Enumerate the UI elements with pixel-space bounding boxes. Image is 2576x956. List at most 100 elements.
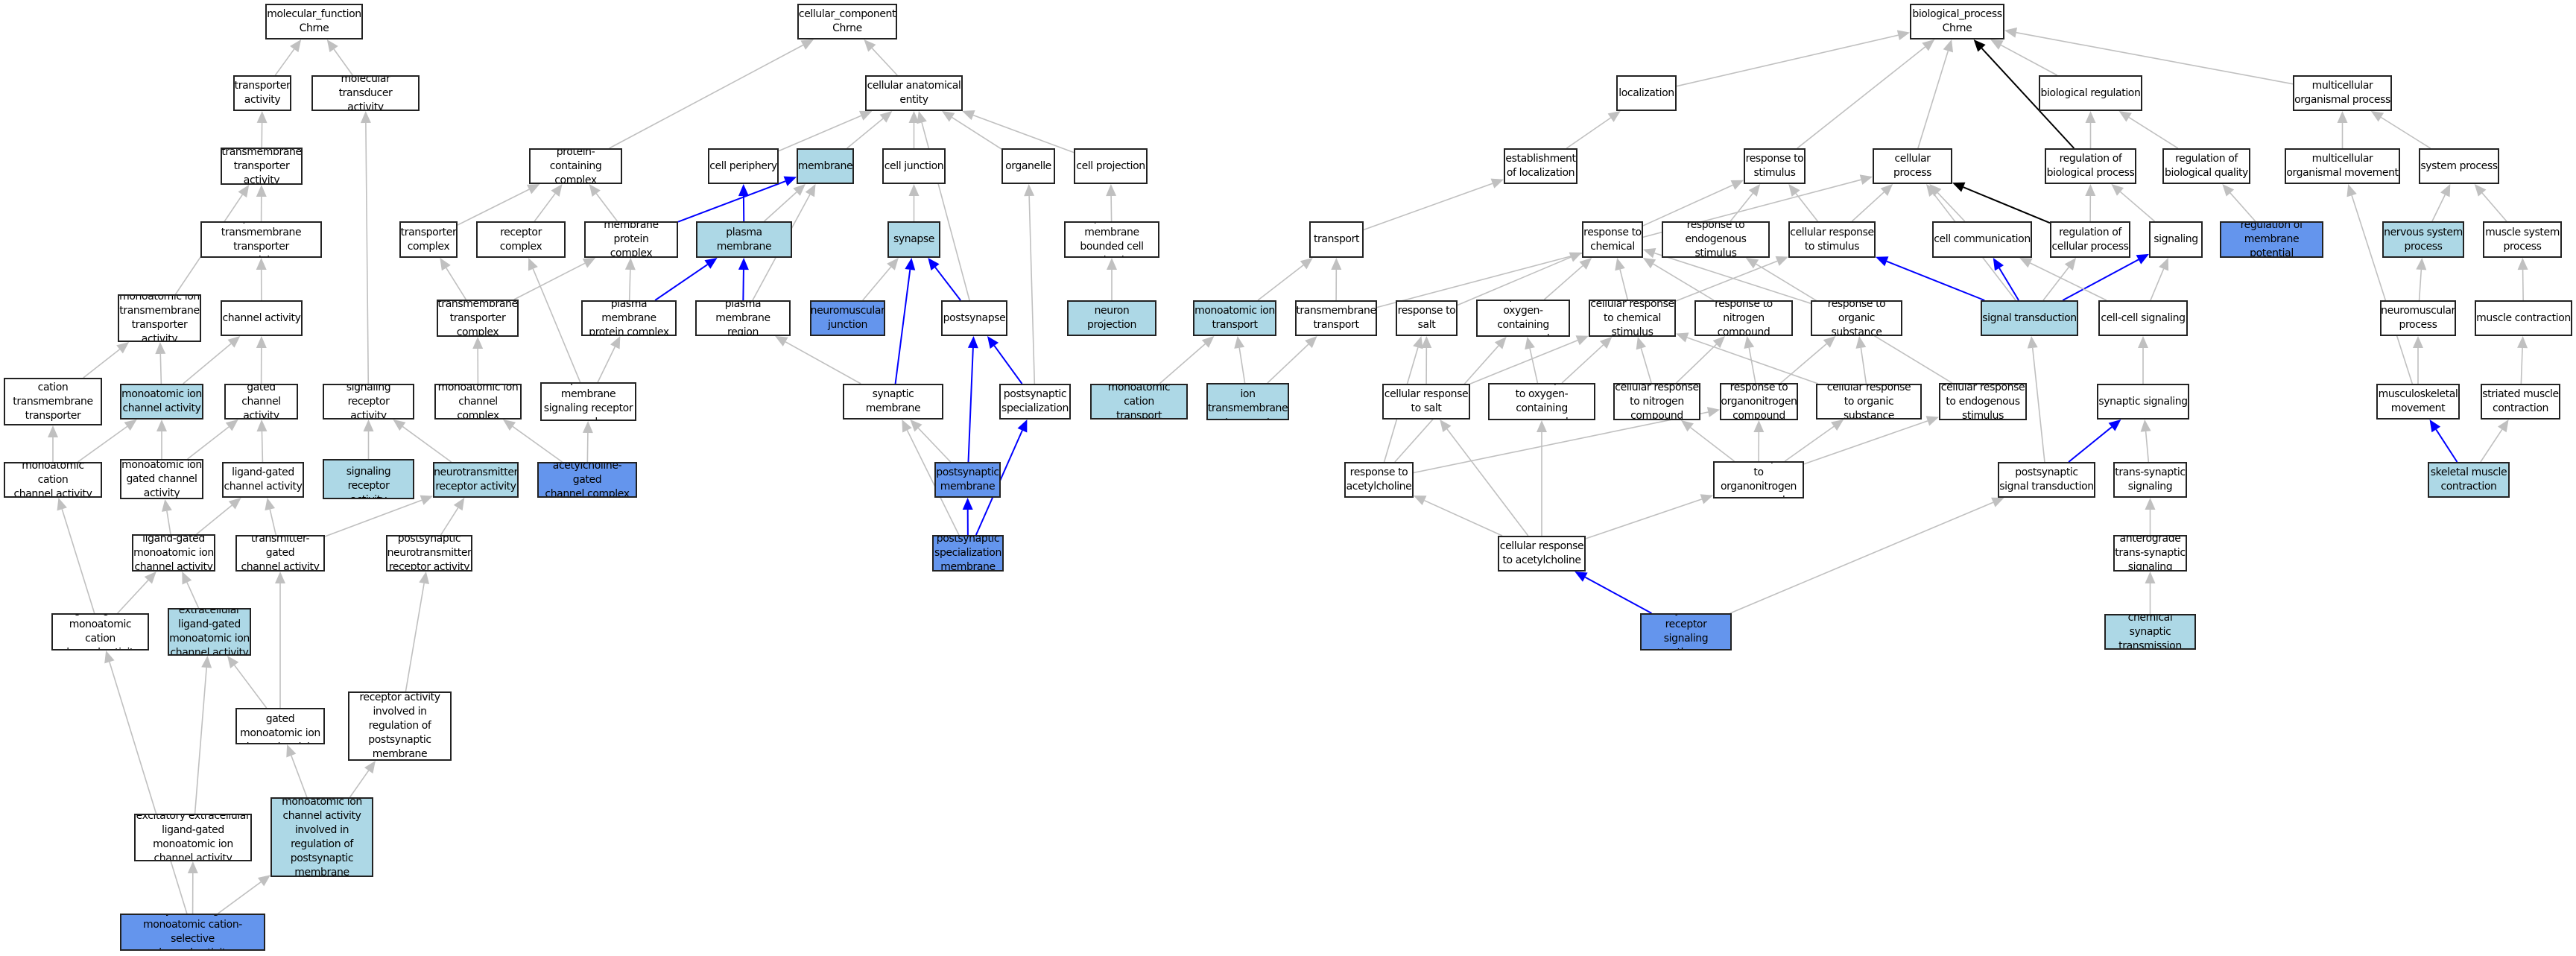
go-term-cr-chemical[interactable]: cellular response to chemical stimulus: [1589, 300, 1676, 337]
go-term-cell-communication[interactable]: cell communication: [1932, 221, 2032, 258]
go-term-tm-transporter-complex[interactable]: transmembrane transporter complex: [437, 300, 519, 337]
go-term-transport[interactable]: transport: [1309, 221, 1364, 258]
go-term-skeletal-muscle[interactable]: skeletal muscle contraction: [2428, 462, 2510, 498]
go-term-resp-chemical[interactable]: response to chemical: [1582, 221, 1643, 258]
go-term-mi-tm-transp-act[interactable]: monoatomic ion transmembrane transporter…: [118, 294, 201, 342]
go-term-resp-organic[interactable]: response to organic substance: [1811, 300, 1902, 336]
go-term-cr-oxygen[interactable]: cellular response to oxygen-containing c…: [1488, 383, 1595, 420]
go-term-bp[interactable]: biological_process Chrne: [1910, 4, 2004, 39]
go-term-gated-channel[interactable]: gated channel activity: [224, 384, 298, 420]
go-term-extracellular-lg[interactable]: extracellular ligand-gated monoatomic io…: [168, 608, 251, 656]
go-term-bio-reg[interactable]: biological regulation: [2039, 75, 2142, 111]
go-term-resp-salt[interactable]: response to salt: [1396, 300, 1458, 336]
go-term-postsyn-nt-receptor[interactable]: postsynaptic neurotransmitter receptor a…: [386, 535, 472, 572]
go-term-muscle-contraction[interactable]: muscle contraction: [2475, 300, 2572, 336]
go-term-membrane-protein-complex[interactable]: membrane protein complex: [584, 221, 678, 258]
go-term-signaling-receptor-act[interactable]: signaling receptor activity: [323, 384, 414, 420]
go-term-resp-endogenous[interactable]: response to endogenous stimulus: [1662, 221, 1770, 258]
go-term-tg-reg[interactable]: transmitter-gated monoatomic ion channel…: [270, 797, 373, 877]
go-term-reg-membrane-potential[interactable]: regulation of membrane potential: [2220, 221, 2323, 258]
go-term-postsyn-signal[interactable]: postsynaptic signal transduction: [1998, 462, 2095, 498]
go-term-estab-loc[interactable]: establishment of localization: [1504, 148, 1577, 184]
go-term-cellular-process[interactable]: cellular process: [1873, 148, 1952, 184]
go-term-pm-bounded-cp[interactable]: plasma membrane bounded cell projection: [1064, 221, 1159, 258]
go-term-resp-stimulus[interactable]: response to stimulus: [1744, 148, 1806, 184]
go-term-resp-nitrogen[interactable]: response to nitrogen compound: [1694, 300, 1793, 336]
go-term-cr-ach[interactable]: cellular response to acetylcholine: [1498, 536, 1586, 572]
go-term-chem-synaptic[interactable]: chemical synaptic transmission: [2104, 614, 2196, 650]
go-term-resp-oxygen[interactable]: response to oxygen-containing compound: [1476, 300, 1570, 337]
go-term-cell-junction[interactable]: cell junction: [882, 148, 946, 184]
go-term-mc-channel-act[interactable]: monoatomic cation channel activity: [4, 462, 102, 498]
go-term-ach-gated-complex[interactable]: acetylcholine-gated channel complex: [537, 462, 637, 498]
go-term-resp-ach[interactable]: response to acetylcholine: [1344, 462, 1414, 498]
go-term-transporter-act[interactable]: transporter activity: [233, 75, 291, 111]
go-term-reg-bio-process[interactable]: regulation of biological process: [2045, 148, 2136, 184]
go-term-neuron-projection[interactable]: neuron projection: [1067, 300, 1156, 336]
go-term-striated[interactable]: striated muscle contraction: [2481, 384, 2560, 420]
go-term-tg-mi-channel[interactable]: transmitter-gated monoatomic ion channel…: [235, 708, 325, 744]
go-term-tm-transport[interactable]: transmembrane transport: [1295, 300, 1377, 336]
go-term-ligand-gated-channel[interactable]: ligand-gated channel activity: [222, 462, 304, 498]
go-term-neuromuscular-process[interactable]: neuromuscular process: [2380, 300, 2456, 336]
go-term-cr-nitrogen[interactable]: cellular response to nitrogen compound: [1613, 383, 1700, 420]
go-term-cr-salt[interactable]: cellular response to salt: [1382, 384, 1470, 420]
go-term-musculoskeletal[interactable]: musculoskeletal movement: [2376, 384, 2460, 420]
go-term-tm-transporter-act[interactable]: transmembrane transporter activity: [221, 148, 303, 185]
go-term-postsyn-spec[interactable]: postsynaptic specialization: [999, 384, 1071, 420]
go-term-mc-tm-transp-act[interactable]: monoatomic cation transmembrane transpor…: [4, 378, 102, 425]
go-term-muscle-system-process[interactable]: muscle system process: [2483, 221, 2562, 258]
go-term-mi-channel-complex[interactable]: monoatomic ion channel complex: [434, 384, 522, 420]
go-term-plasma-membrane[interactable]: plasma membrane: [696, 221, 792, 258]
go-term-cr-organonitrogen[interactable]: cellular response to organonitrogen comp…: [1713, 461, 1804, 498]
go-term-cell-projection[interactable]: cell projection: [1074, 148, 1148, 184]
go-term-pm-region[interactable]: plasma membrane region: [695, 300, 791, 336]
go-term-passive[interactable]: passive transmembrane transporter activi…: [200, 221, 322, 258]
go-term-cr-stimulus[interactable]: cellular response to stimulus: [1788, 221, 1876, 258]
go-term-transporter-complex[interactable]: transporter complex: [399, 221, 458, 258]
go-term-nt-reg[interactable]: neurotransmitter receptor activity invol…: [348, 691, 452, 761]
go-term-signal-transduction[interactable]: signal transduction: [1981, 300, 2078, 336]
go-term-pm-sig-receptor-complex[interactable]: plasma membrane signaling receptor compl…: [540, 382, 636, 421]
go-term-nervous-system-process[interactable]: nervous system process: [2382, 221, 2464, 258]
go-term-postsyn-membrane[interactable]: postsynaptic membrane: [934, 462, 1001, 498]
go-term-nmj[interactable]: neuromuscular junction: [810, 300, 885, 336]
go-term-synapse[interactable]: synapse: [887, 221, 940, 258]
go-term-nt-receptor-act[interactable]: neurotransmitter receptor activity: [433, 462, 519, 498]
go-term-ach-gated-act[interactable]: acetylcholine-gated monoatomic cation-se…: [120, 914, 265, 951]
go-term-postsynapse[interactable]: postsynapse: [941, 300, 1007, 336]
go-term-mi-channel-act[interactable]: monoatomic ion channel activity: [120, 384, 203, 420]
go-term-tm-sig-receptor[interactable]: transmembrane signaling receptor activit…: [323, 459, 414, 499]
go-term-cr-endogenous[interactable]: cellular response to endogenous stimulus: [1939, 383, 2027, 420]
go-term-mc-movement[interactable]: multicellular organismal movement: [2285, 148, 2400, 184]
go-term-mol-transducer[interactable]: molecular transducer activity: [311, 75, 420, 111]
go-term-mi-transport[interactable]: monoatomic ion transport: [1193, 300, 1276, 336]
go-term-pm-protein-complex[interactable]: plasma membrane protein complex: [581, 300, 677, 336]
go-term-excitatory[interactable]: excitatory extracellular ligand-gated mo…: [134, 814, 252, 861]
go-term-localization[interactable]: localization: [1616, 75, 1677, 111]
go-term-postsyn-spec-membrane[interactable]: postsynaptic specialization membrane: [932, 535, 1004, 572]
go-term-tg-channel[interactable]: transmitter-gated channel activity: [235, 535, 325, 572]
go-term-synaptic-membrane[interactable]: synaptic membrane: [843, 384, 943, 420]
go-term-ach-pathway[interactable]: acetylcholine receptor signaling pathway: [1640, 613, 1732, 650]
go-term-membrane[interactable]: membrane: [797, 148, 854, 184]
go-term-lg-mc-channel[interactable]: ligand-gated monoatomic cation channel a…: [51, 613, 149, 650]
go-term-cae[interactable]: cellular anatomical entity: [865, 75, 963, 111]
go-term-reg-bio-quality[interactable]: regulation of biological quality: [2162, 148, 2250, 184]
go-term-protein-containing[interactable]: protein-containing complex: [529, 148, 622, 184]
go-term-reg-cell-process[interactable]: regulation of cellular process: [2050, 221, 2130, 258]
go-term-cell-cell-signaling[interactable]: cell-cell signaling: [2098, 300, 2188, 336]
go-term-trans-synaptic[interactable]: trans-synaptic signaling: [2113, 462, 2187, 498]
go-term-signaling[interactable]: signaling: [2149, 221, 2203, 258]
go-term-synaptic-signaling[interactable]: synaptic signaling: [2097, 384, 2189, 420]
go-term-organelle[interactable]: organelle: [1001, 148, 1055, 184]
go-term-resp-organonitrogen[interactable]: response to organonitrogen compound: [1720, 383, 1798, 420]
go-term-multicellular[interactable]: multicellular organismal process: [2293, 75, 2392, 111]
go-term-mf[interactable]: molecular_function Chrne: [265, 4, 363, 39]
go-term-mc-transport[interactable]: monoatomic cation transport: [1090, 384, 1188, 420]
go-term-mi-tm-transport[interactable]: monoatomic ion transmembrane transport: [1206, 383, 1289, 420]
go-term-cc[interactable]: cellular_component Chrne: [797, 4, 897, 39]
go-term-receptor-complex[interactable]: receptor complex: [476, 221, 566, 258]
go-term-cell-periphery[interactable]: cell periphery: [708, 148, 779, 184]
go-term-lg-mi-channel[interactable]: ligand-gated monoatomic ion channel acti…: [132, 534, 215, 572]
